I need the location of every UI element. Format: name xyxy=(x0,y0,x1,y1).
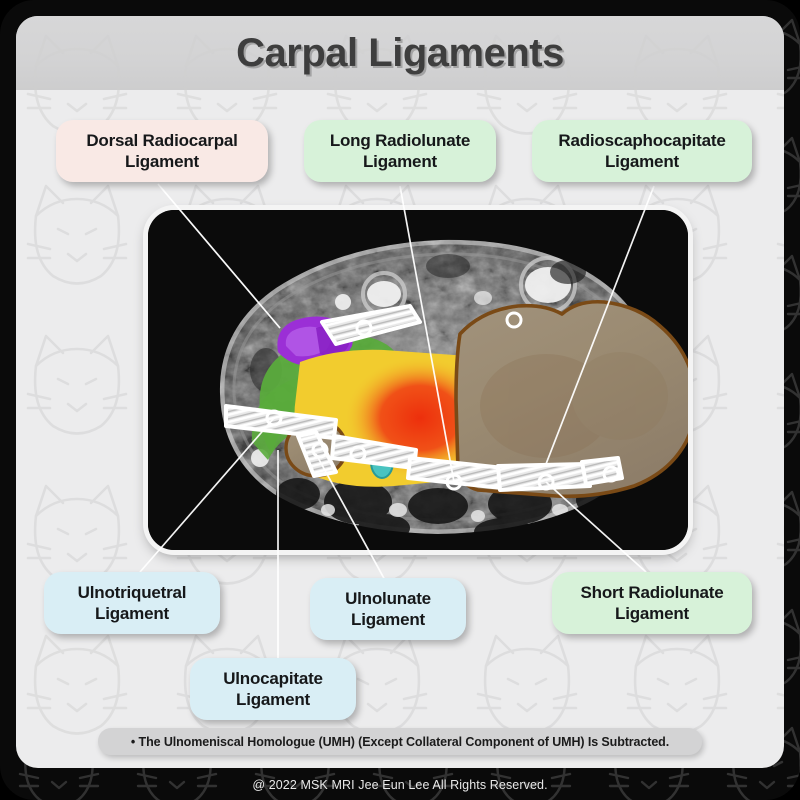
label-text: Ulnotriquetral Ligament xyxy=(77,582,187,623)
content-card: Carpal Ligaments xyxy=(16,16,784,768)
label-long-radiolunate-ligament[interactable]: Long Radiolunate Ligament xyxy=(304,120,496,182)
footnote-text: • The Ulnomeniscal Homologue (UMH) (Exce… xyxy=(130,734,670,749)
label-text: Ulnolunate Ligament xyxy=(345,588,431,629)
label-text: Short Radiolunate Ligament xyxy=(580,582,724,623)
label-ulnocapitate-ligament[interactable]: Ulnocapitate Ligament xyxy=(190,658,356,720)
mri-image-panel xyxy=(148,210,688,550)
label-radioscaphocapitate-ligament[interactable]: Radioscaphocapitate Ligament xyxy=(532,120,752,182)
label-text: Dorsal Radiocarpal Ligament xyxy=(86,130,238,171)
label-text: Long Radiolunate Ligament xyxy=(329,130,471,171)
label-text: Ulnocapitate Ligament xyxy=(223,668,323,709)
mri-axial-wrist-image xyxy=(148,210,688,550)
label-ulnolunate-ligament[interactable]: Ulnolunate Ligament xyxy=(310,578,466,640)
title-bar: Carpal Ligaments xyxy=(16,16,784,90)
ligament-band-short-radiolunate xyxy=(496,462,592,492)
page-title: Carpal Ligaments xyxy=(236,30,564,75)
label-dorsal-radiocarpal-ligament[interactable]: Dorsal Radiocarpal Ligament xyxy=(56,120,268,182)
label-ulnotriquetral-ligament[interactable]: Ulnotriquetral Ligament xyxy=(44,572,220,634)
titlebar-watermark xyxy=(16,16,784,90)
copyright-text: @ 2022 MSK MRI Jee Eun Lee All Rights Re… xyxy=(252,778,548,792)
label-short-radiolunate-ligament[interactable]: Short Radiolunate Ligament xyxy=(552,572,752,634)
label-text: Radioscaphocapitate Ligament xyxy=(558,130,726,171)
footnote-bar: • The Ulnomeniscal Homologue (UMH) (Exce… xyxy=(98,728,702,755)
